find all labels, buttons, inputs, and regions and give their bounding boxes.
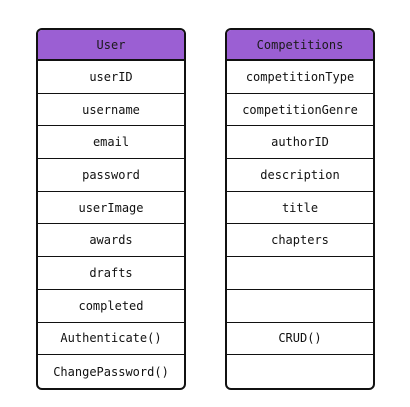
competitions-entity: Competitions competitionType competition… (225, 28, 375, 390)
user-row: email (38, 126, 184, 160)
user-method-row: Authenticate() (38, 323, 184, 356)
competitions-row: chapters (227, 224, 373, 258)
competitions-row: competitionType (227, 61, 373, 94)
competitions-empty-row (227, 257, 373, 290)
user-row: password (38, 159, 184, 192)
user-row: completed (38, 290, 184, 323)
user-method-row: ChangePassword() (53, 364, 169, 379)
user-row: drafts (38, 257, 184, 290)
user-row: userImage (38, 192, 184, 225)
competitions-entity-title: Competitions (227, 30, 373, 61)
competitions-row: competitionGenre (227, 94, 373, 127)
user-entity: User userID username email password user… (36, 28, 186, 390)
competitions-empty-row (227, 290, 373, 323)
competitions-row: description (227, 159, 373, 192)
user-row: username (38, 94, 184, 127)
competitions-row: title (227, 192, 373, 225)
user-row: awards (38, 224, 184, 258)
user-entity-title: User (38, 30, 184, 61)
competitions-empty-row (227, 355, 373, 388)
competitions-row: authorID (227, 126, 373, 160)
user-row: userID (38, 61, 184, 94)
competitions-method-row: CRUD() (227, 323, 373, 356)
